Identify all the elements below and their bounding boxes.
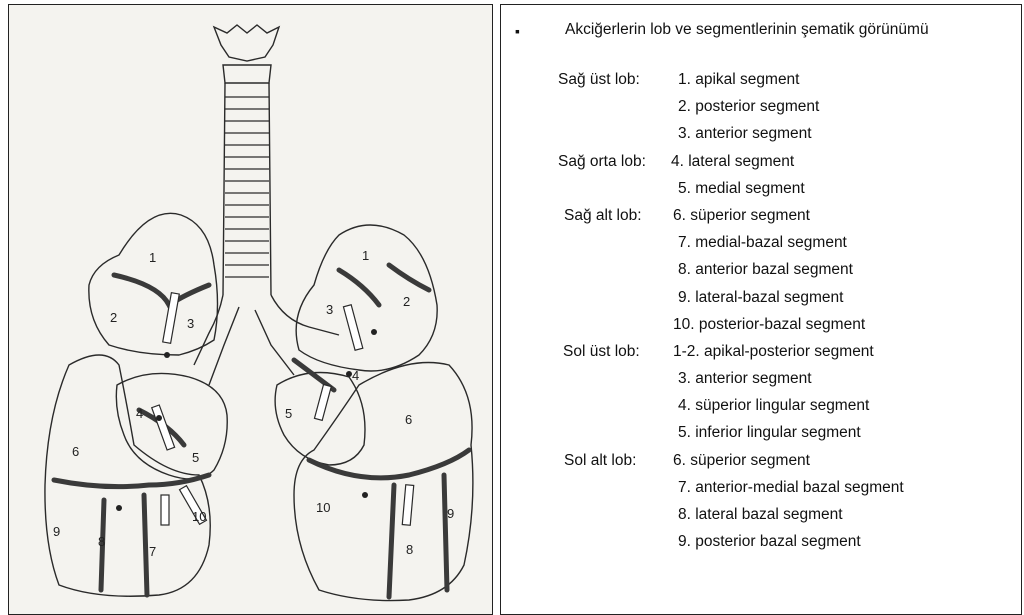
right-seg-label-9: 9 <box>53 524 60 539</box>
left-seg-label-4: 4 <box>352 368 359 383</box>
right-seg-label-3: 3 <box>187 316 194 331</box>
left-seg-label-1: 1 <box>362 248 369 263</box>
legend-row: 3. anterior segment <box>501 125 1021 152</box>
right-seg-label-2: 2 <box>110 310 117 325</box>
segment-label: 9. posterior bazal segment <box>678 533 861 551</box>
segment-label: 1. apikal segment <box>678 71 800 89</box>
segment-label: 4. lateral segment <box>671 153 794 171</box>
right-seg-label-4: 4 <box>136 406 143 421</box>
legend-row: Sağ üst lob: 1. apikal segment <box>501 71 1021 98</box>
left-seg-label-3: 3 <box>326 302 333 317</box>
legend-row: Sağ alt lob: 6. süperior segment <box>501 207 1021 234</box>
lobe-label: Sağ alt lob: <box>564 207 642 225</box>
legend-row: Sağ orta lob: 4. lateral segment <box>501 153 1021 180</box>
lobe-label: Sol üst lob: <box>563 343 640 361</box>
segment-label: 5. medial segment <box>678 180 805 198</box>
right-main-bronchus <box>194 295 239 385</box>
legend-row: Sol alt lob: 6. süperior segment <box>501 452 1021 479</box>
lung-diagram-panel: 1 2 3 4 5 6 7 8 9 10 1 2 3 4 5 6 8 9 10 <box>8 4 493 615</box>
lung-segment-diagram: 1 2 3 4 5 6 7 8 9 10 1 2 3 4 5 6 8 9 10 <box>9 5 491 613</box>
right-seg-label-6: 6 <box>72 444 79 459</box>
right-lower-lobe <box>45 355 210 596</box>
legend-panel: ▪ Akciğerlerin lob ve segmentlerinin şem… <box>500 4 1022 615</box>
trachea-rings <box>225 97 269 277</box>
left-seg-label-6: 6 <box>405 412 412 427</box>
segment-label: 8. lateral bazal segment <box>678 506 843 524</box>
right-middle-lobe <box>116 373 227 479</box>
segment-label: 6. süperior segment <box>673 452 810 470</box>
right-seg-label-5: 5 <box>192 450 199 465</box>
larynx <box>214 25 279 61</box>
segment-label: 7. medial-bazal segment <box>678 234 847 252</box>
legend-row: 9. lateral-bazal segment <box>501 289 1021 316</box>
legend-row: 10. posterior-bazal segment <box>501 316 1021 343</box>
left-seg-label-2: 2 <box>403 294 410 309</box>
right-seg-label-8: 8 <box>98 534 105 549</box>
legend-row: 2. posterior segment <box>501 98 1021 125</box>
segment-label: 3. anterior segment <box>678 125 812 143</box>
segment-label: 7. anterior-medial bazal segment <box>678 479 904 497</box>
trachea <box>223 83 271 295</box>
legend-row: 8. lateral bazal segment <box>501 506 1021 533</box>
segment-label: 5. inferior lingular segment <box>678 424 861 442</box>
lobe-label: Sol alt lob: <box>564 452 636 470</box>
legend-row: 5. medial segment <box>501 180 1021 207</box>
segment-label: 8. anterior bazal segment <box>678 261 853 279</box>
left-seg-label-9: 9 <box>447 506 454 521</box>
right-seg-label-1: 1 <box>149 250 156 265</box>
left-seg-label-10: 10 <box>316 500 330 515</box>
left-seg-label-8: 8 <box>406 542 413 557</box>
legend-row: 9. posterior bazal segment <box>501 533 1021 560</box>
legend-row: 5. inferior lingular segment <box>501 424 1021 451</box>
bullet-icon: ▪ <box>515 23 520 39</box>
segment-label: 10. posterior-bazal segment <box>673 316 865 334</box>
segment-label: 4. süperior lingular segment <box>678 397 869 415</box>
segment-label: 2. posterior segment <box>678 98 819 116</box>
legend-heading: Akciğerlerin lob ve segmentlerinin şemat… <box>565 21 929 39</box>
right-upper-lobe <box>89 213 218 355</box>
legend-row: 4. süperior lingular segment <box>501 397 1021 424</box>
left-seg-label-5: 5 <box>285 406 292 421</box>
legend-rows: Sağ üst lob: 1. apikal segment 2. posteri… <box>501 71 1021 560</box>
legend-row: Sol üst lob: 1-2. apikal-posterior segmen… <box>501 343 1021 370</box>
segment-label: 6. süperior segment <box>673 207 810 225</box>
right-seg-label-7: 7 <box>149 544 156 559</box>
legend-row: 3. anterior segment <box>501 370 1021 397</box>
legend-row: 7. anterior-medial bazal segment <box>501 479 1021 506</box>
lobe-label: Sağ orta lob: <box>558 153 646 171</box>
segment-label: 9. lateral-bazal segment <box>678 289 843 307</box>
lobe-label: Sağ üst lob: <box>558 71 640 89</box>
segment-label: 3. anterior segment <box>678 370 812 388</box>
legend-row: 8. anterior bazal segment <box>501 261 1021 288</box>
left-upper-lobe <box>296 225 437 371</box>
legend-row: 7. medial-bazal segment <box>501 234 1021 261</box>
right-seg-label-10: 10 <box>192 509 206 524</box>
segment-label: 1-2. apikal-posterior segment <box>673 343 874 361</box>
